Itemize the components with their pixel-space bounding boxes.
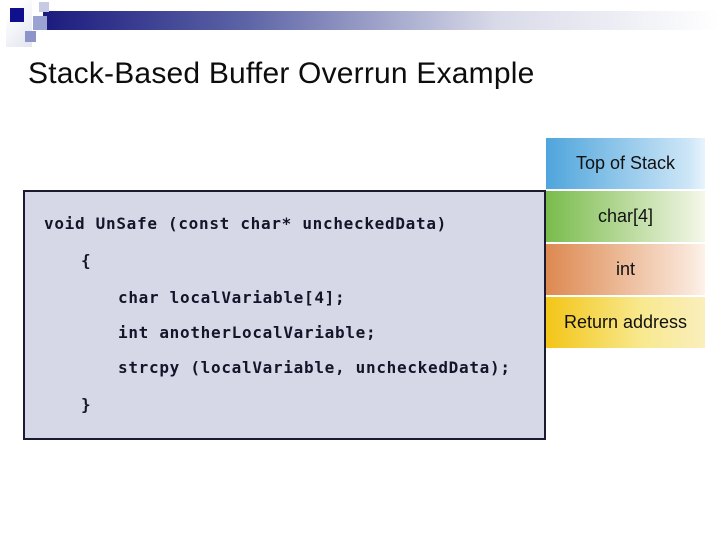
code-line-int-declaration: int anotherLocalVariable; (118, 323, 377, 342)
code-line-strcpy-call: strcpy (localVariable, uncheckedData); (118, 358, 511, 377)
code-line-close-brace: } (81, 395, 92, 414)
banner-square-mid (33, 16, 47, 30)
stack-row-top-of-stack: Top of Stack (546, 138, 705, 189)
stack-row-label: Return address (563, 312, 688, 332)
stack-row-return-address: Return address (546, 297, 705, 348)
banner-square-low (25, 31, 36, 42)
stack-row-int: int (546, 244, 705, 295)
code-line-function-signature: void UnSafe (const char* uncheckedData) (44, 214, 447, 233)
stack-row-label: char[4] (597, 206, 654, 226)
code-box: void UnSafe (const char* uncheckedData) … (23, 190, 546, 440)
banner-accent-bar (43, 11, 720, 30)
stack-row-label: int (615, 259, 635, 279)
banner-square-top (39, 2, 49, 12)
banner-square-navy (10, 8, 24, 22)
stack-row-char-array: char[4] (546, 191, 705, 242)
code-line-open-brace: { (81, 251, 92, 270)
slide-title: Stack-Based Buffer Overrun Example (28, 57, 535, 90)
stack-row-label: Top of Stack (575, 153, 676, 173)
code-line-char-declaration: char localVariable[4]; (118, 288, 346, 307)
